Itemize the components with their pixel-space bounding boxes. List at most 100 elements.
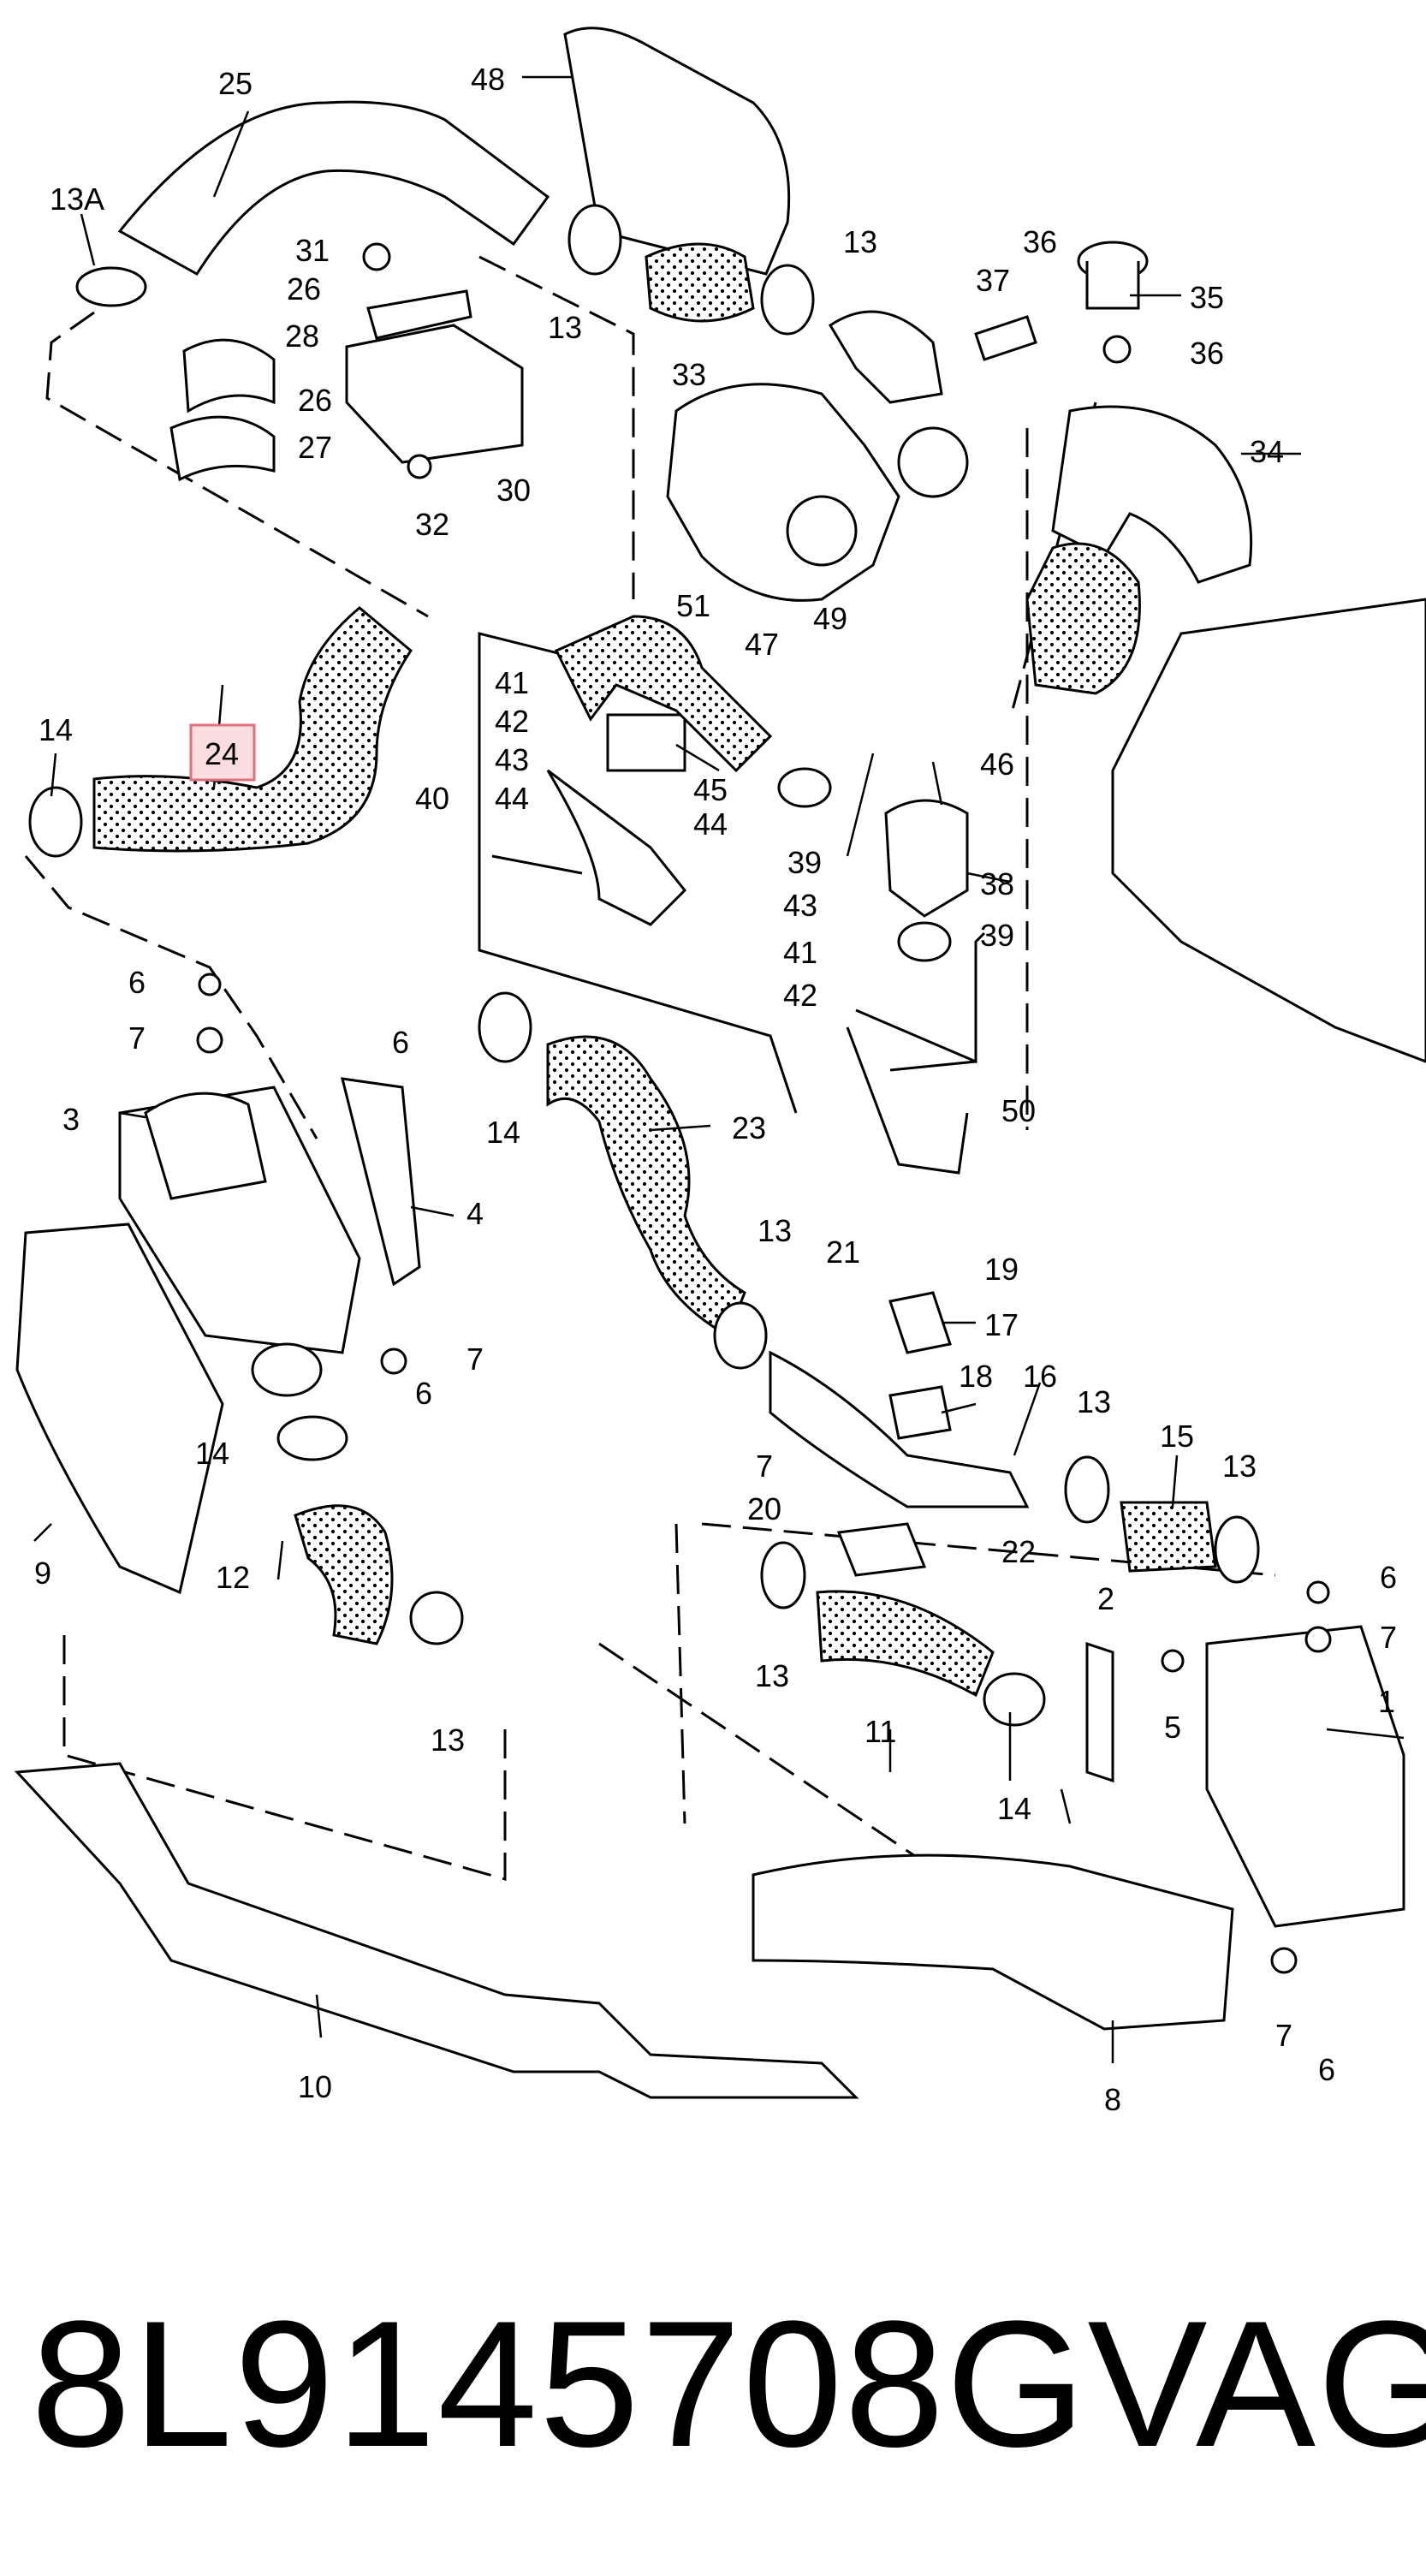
callout-17: 17 [984,1307,1019,1342]
callout-7a: 7 [128,1020,146,1056]
callout-26a: 26 [287,271,321,306]
callout-13g: 13 [755,1658,789,1693]
intake-pipe [117,100,550,276]
turbocharger [666,383,900,602]
callout-42b: 42 [783,978,817,1013]
callout-13e: 13 [1077,1384,1111,1419]
hose-23 [546,1035,746,1338]
callout-36b: 36 [1190,336,1224,371]
callout-40: 40 [415,781,449,816]
hose-clamp-13a [75,266,147,307]
dashed-boundaries [24,255,1276,1996]
callout-27: 27 [298,430,332,465]
callout-43b: 43 [783,888,817,923]
highlight-box [189,723,256,782]
callout-42a: 42 [495,704,529,739]
callout-13h: 13 [431,1722,465,1758]
vacuum-hose [554,615,773,773]
leader-lines [33,75,1405,2063]
callout-11: 11 [865,1714,896,1749]
group-brackets [478,632,986,1175]
callout-labels: 25 48 13A 31 26 28 26 27 30 32 13 33 13 … [34,62,1397,2117]
callout-50: 50 [1001,1093,1036,1128]
callout-32: 32 [415,507,449,542]
gasket-plate [563,27,791,276]
callout-24: 24 [205,736,239,771]
callout-46: 46 [980,747,1014,782]
callout-6a: 6 [128,965,146,1000]
callout-38: 38 [980,866,1014,901]
callout-16: 16 [1023,1359,1057,1394]
callout-12: 12 [216,1560,250,1595]
callout-14a: 14 [39,712,73,747]
callout-36a: 36 [1023,224,1057,259]
callout-41a: 41 [495,665,529,700]
callout-1: 1 [1378,1684,1395,1719]
callout-3: 3 [62,1102,80,1137]
callout-39b: 39 [980,918,1014,953]
callout-35: 35 [1190,280,1224,315]
callout-33: 33 [672,357,706,392]
callout-34: 34 [1250,434,1284,469]
callout-28: 28 [285,318,319,354]
callout-47: 47 [745,627,779,662]
callout-39a: 39 [787,845,822,880]
callout-13b: 13 [548,310,582,345]
callout-8: 8 [1104,2082,1121,2117]
callout-26b: 26 [298,383,332,418]
callout-7c: 7 [756,1449,773,1484]
callout-7e: 7 [1275,2018,1292,2053]
callout-44b: 44 [693,806,728,842]
callout-7b: 7 [466,1342,484,1377]
callout-44a: 44 [495,781,529,816]
hose-12 [294,1504,394,1645]
intercooler-1 [1205,1625,1405,1928]
callout-13d: 13 [758,1213,792,1248]
callout-21: 21 [826,1234,860,1270]
parts-artwork [14,27,1426,2099]
callout-6e: 6 [1318,2052,1335,2087]
hose-33 [645,242,755,323]
valve-45 [606,713,686,772]
callout-19: 19 [984,1252,1019,1287]
callout-4: 4 [466,1196,484,1231]
callout-13c: 13 [843,224,877,259]
exploded-parts-diagram: 25 48 13A 31 26 28 26 27 30 32 13 33 13 … [14,27,1426,2117]
callout-6d: 6 [1380,1560,1397,1595]
callout-20: 20 [747,1491,781,1526]
callout-41b: 41 [783,935,817,970]
intake-bend-34 [1051,405,1253,584]
hose-24 [92,606,413,853]
air-filter-housing [1111,598,1426,1063]
callout-23: 23 [732,1110,766,1145]
pressure-unit-38 [884,799,969,918]
callout-2: 2 [1097,1581,1114,1616]
callout-10: 10 [298,2069,332,2104]
part-number-caption: 8L9145708G VAG [0,2277,1426,2491]
air-duct-9 [15,1223,224,1595]
callout-14c: 14 [195,1436,229,1471]
front-duct-10 [14,1762,859,2099]
callout-6b: 6 [392,1025,409,1060]
callout-6c: 6 [415,1376,432,1411]
callout-45: 45 [693,772,728,807]
callout-7d: 7 [1380,1620,1397,1655]
callout-9: 9 [34,1556,51,1591]
hose-11 [816,1590,995,1698]
callout-13f: 13 [1222,1449,1257,1484]
callout-18: 18 [959,1359,993,1394]
callout-14d: 14 [997,1791,1031,1826]
callout-14b: 14 [486,1115,520,1150]
callout-30: 30 [496,473,531,508]
callout-31: 31 [295,233,330,268]
part-number: 8L9145708G [31,2283,1088,2484]
callout-25: 25 [218,66,253,101]
callout-22: 22 [1001,1534,1036,1569]
callout-43a: 43 [495,742,529,777]
pipe-16 [769,1350,1030,1508]
callout-49: 49 [813,601,847,636]
callout-51: 51 [676,588,710,623]
hose-15 [1120,1501,1217,1573]
callout-37: 37 [976,263,1010,298]
air-guide-8 [752,1853,1234,2031]
